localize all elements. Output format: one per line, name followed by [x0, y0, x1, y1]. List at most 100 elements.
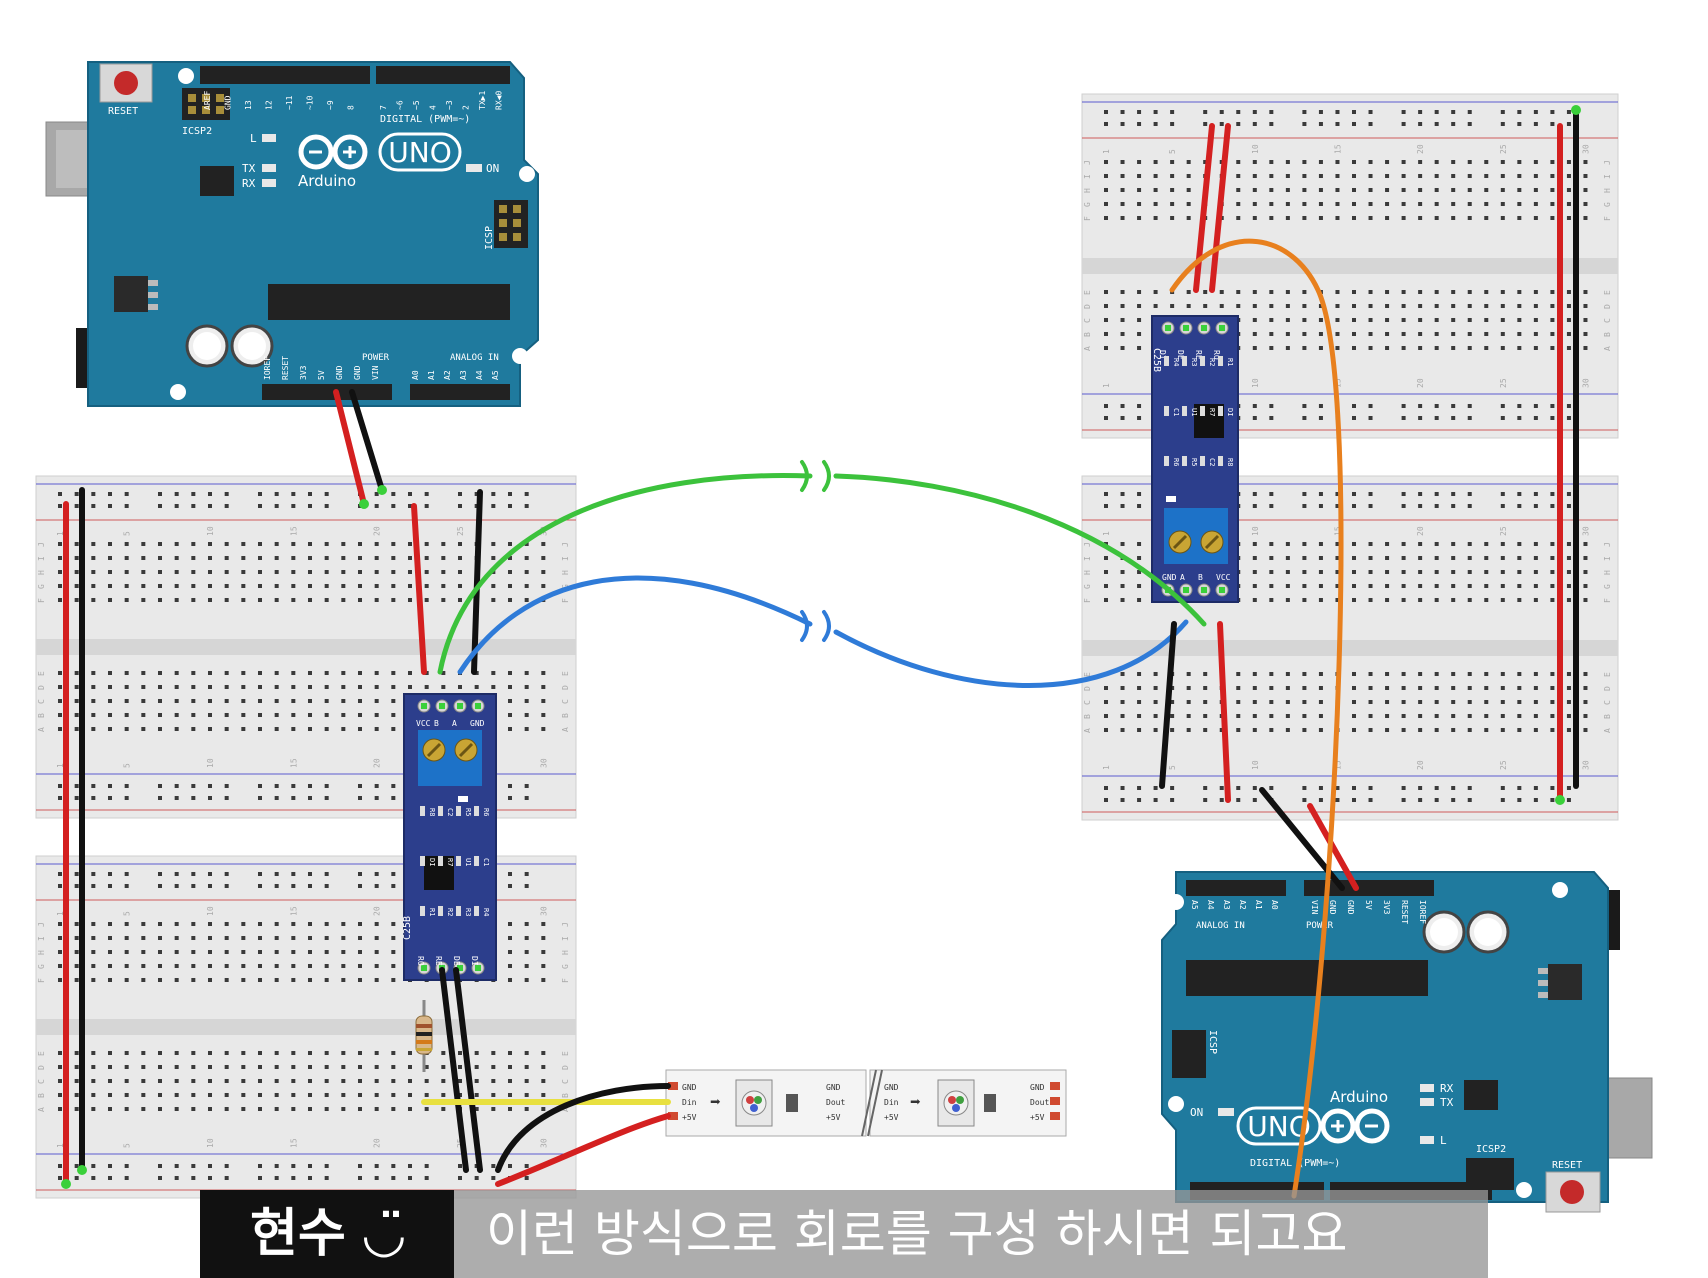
row-letter: A: [1083, 346, 1092, 351]
row-letter: C: [37, 699, 46, 704]
row-letter: G: [561, 964, 570, 969]
reset-label: RESET: [1552, 1160, 1582, 1171]
row-letter: D: [1603, 304, 1612, 309]
usb-chip: [200, 166, 234, 196]
row-letter: B: [37, 713, 46, 718]
pin-label: A5: [491, 370, 500, 380]
row-letter: C: [561, 1079, 570, 1084]
component-label: R8: [428, 808, 436, 816]
power-label: POWER: [1306, 921, 1334, 931]
analog-label: ANALOG IN: [450, 353, 499, 363]
row-letter: G: [1603, 584, 1612, 589]
pin-label: A4: [475, 370, 484, 380]
row-letter: F: [37, 978, 46, 983]
column-number: 30: [539, 758, 548, 768]
pin-label: GND: [353, 365, 362, 380]
digital-label: DIGITAL (PWM=~): [380, 114, 470, 125]
pin-label: RESET: [1400, 900, 1409, 924]
column-number: 25: [1499, 760, 1508, 770]
arduino-uno-bottom: RESET ICSP2 DIGITAL (PWM=~) L TX RX ON U…: [1161, 871, 1653, 1213]
pin-label: A3: [1222, 900, 1231, 910]
wire-black-gnd: [349, 389, 385, 493]
atmega-chip: [1186, 960, 1428, 996]
row-letter: E: [37, 671, 46, 676]
digital-label: DIGITAL (PWM=~): [1250, 1158, 1340, 1169]
component-label: R3: [464, 908, 472, 916]
component-label: R2: [446, 908, 454, 916]
row-letter: E: [1083, 290, 1092, 295]
pin-label: A5: [1190, 900, 1199, 910]
pin-label: GND: [1346, 900, 1355, 915]
row-letter: B: [1603, 714, 1612, 719]
component-label: R3: [1190, 358, 1198, 366]
column-number: 10: [1251, 378, 1260, 388]
atmega-chip: [268, 284, 510, 320]
regulator: [114, 276, 158, 312]
pin-label: DE: [452, 956, 461, 966]
column-number: 5: [1168, 765, 1177, 770]
row-letter: F: [1603, 216, 1612, 221]
column-number: 10: [1251, 526, 1260, 536]
row-letter: G: [1083, 584, 1092, 589]
component-label: C2: [446, 808, 454, 816]
subtitle-speaker: 현수 ◡̈: [200, 1190, 454, 1278]
reset-button[interactable]: [1545, 1171, 1601, 1213]
rx-led: [1420, 1084, 1434, 1092]
pin-markers: [61, 105, 1581, 1189]
component-label: R7: [1208, 408, 1216, 416]
row-letter: D: [561, 685, 570, 690]
column-number: 15: [1333, 526, 1342, 536]
column-number: 1: [1102, 765, 1111, 770]
analog-header: [410, 384, 510, 400]
row-letter: E: [561, 1051, 570, 1056]
uno-badge: [1236, 1106, 1322, 1146]
column-number: 1: [56, 1143, 65, 1148]
pin-label: RE: [1194, 350, 1203, 360]
row-letter: D: [1083, 686, 1092, 691]
strip-pin-label: GND: [884, 1083, 899, 1092]
row-letter: C: [1083, 700, 1092, 705]
column-number: 15: [289, 1138, 298, 1148]
strip-pin-label: +5V: [682, 1113, 697, 1122]
tx-led-label: TX: [1440, 1096, 1454, 1109]
row-letter: A: [37, 1107, 46, 1112]
row-letter: C: [1603, 700, 1612, 705]
pin-label: B: [1198, 573, 1203, 582]
icsp2-label: ICSP2: [182, 126, 212, 137]
column-number: 10: [1251, 144, 1260, 154]
row-letter: D: [37, 1065, 46, 1070]
smd-capacitor: [786, 1094, 798, 1112]
component-label: U1: [464, 858, 472, 866]
wire-black-ro: [453, 967, 483, 1173]
wire-red-module-top-2: [1209, 123, 1231, 293]
icsp2-label: ICSP2: [1476, 1144, 1506, 1155]
row-letter: J: [1083, 542, 1092, 547]
row-letter: D: [1083, 304, 1092, 309]
row-letter: H: [37, 570, 46, 575]
icsp2-header: [182, 88, 230, 120]
pin-label: TX▶1: [478, 91, 487, 110]
status-led: [458, 796, 468, 802]
row-letter: J: [561, 922, 570, 927]
row-letter: E: [1083, 672, 1092, 677]
column-number: 1: [1102, 531, 1111, 536]
pin-label: 2: [462, 105, 471, 110]
component-label: U1: [1190, 408, 1198, 416]
row-letter: A: [37, 727, 46, 732]
component-label: DI: [1226, 408, 1234, 416]
rx-led-label: RX: [1440, 1082, 1454, 1095]
row-letter: I: [1603, 556, 1612, 561]
strip-pin-label: Din: [884, 1098, 899, 1107]
row-letter: J: [1603, 160, 1612, 165]
strip-pin-label: GND: [826, 1083, 841, 1092]
pin-label: 3V3: [1382, 900, 1391, 915]
pin-label: AREF: [203, 91, 212, 110]
led-pixel-1: [735, 1079, 773, 1127]
column-number: 20: [373, 1138, 382, 1148]
pin-label: ~9: [326, 100, 335, 110]
reset-button[interactable]: [99, 63, 153, 103]
